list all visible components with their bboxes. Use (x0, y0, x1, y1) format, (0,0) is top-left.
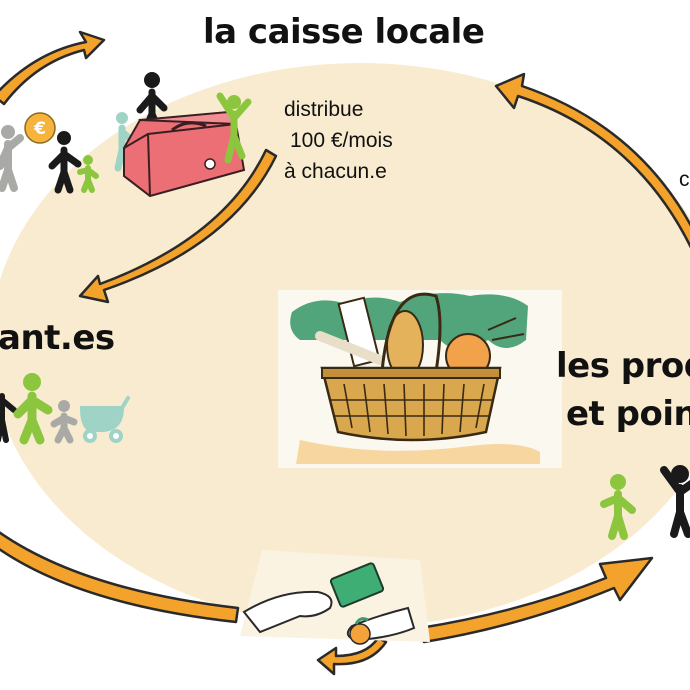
stroller-icon (79, 396, 130, 443)
arrow-bottom-left (0, 531, 240, 624)
person-cheering-icon (216, 92, 252, 164)
person-black-icon (48, 131, 82, 194)
child-green-icon (77, 155, 99, 193)
arrow-top-right (494, 72, 690, 249)
person-grey-icon (0, 125, 24, 192)
caisse-locale-title: la caisse locale (203, 12, 485, 52)
arrow-exchange-bottom (316, 636, 388, 676)
basket-icon (278, 290, 562, 468)
person-green-producer-icon (600, 474, 636, 540)
habitants-title: ant.es (0, 318, 115, 358)
distribution-note-line-2: 100 €/mois (290, 129, 393, 152)
svg-text:€: € (33, 119, 46, 139)
euro-coin-icon: € (24, 112, 56, 144)
producteurs-illustration (600, 465, 690, 540)
person-black-left-icon (0, 393, 17, 443)
arrow-bottom-right (418, 556, 654, 644)
distribution-note-line-1: distribue (284, 98, 364, 121)
producteurs-title-line-1: les prod (556, 346, 690, 386)
arrow-caisse-to-habitants (78, 148, 278, 304)
arrow-top-left (0, 30, 106, 106)
distribution-note: distribue 100 €/mois à chacun.e (284, 94, 393, 187)
person-black-producer-icon (660, 465, 690, 538)
distribution-note-line-3: à chacun.e (284, 160, 387, 183)
card-exchange-icon (240, 550, 430, 645)
edge-text-fragment: c (679, 168, 690, 191)
person-grey-child-icon (50, 400, 78, 444)
producteurs-title-line-2: et poin (566, 394, 690, 434)
cash-box-icon (123, 110, 246, 198)
person-teal-icon (114, 112, 138, 172)
caisse-illustration: € (0, 72, 252, 198)
habitants-illustration (0, 373, 130, 445)
person-green-adult-icon (13, 373, 53, 445)
